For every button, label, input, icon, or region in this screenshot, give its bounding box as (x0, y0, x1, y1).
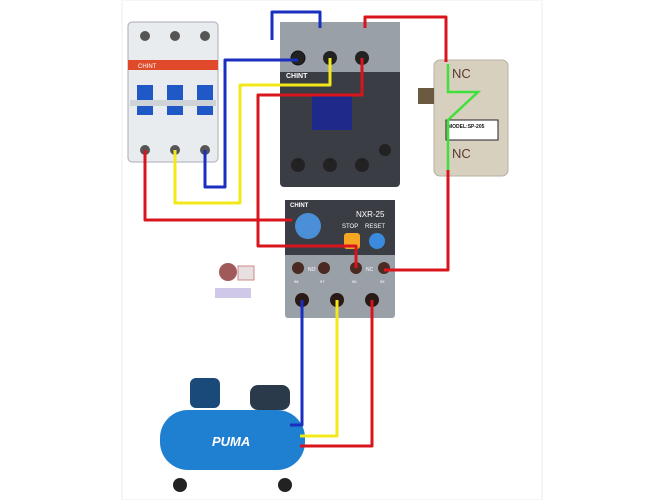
contactor-brand: CHINT (286, 73, 308, 80)
wire-red-switch-95 (384, 170, 450, 272)
contact-97: 97 (320, 279, 325, 284)
contact-98: 98 (294, 279, 299, 284)
auxiliary-contact (215, 263, 255, 298)
contactor: CHINT (280, 22, 400, 187)
breaker-brand: CHINT (138, 64, 157, 70)
nc-label: NC (366, 267, 374, 273)
wire-blue-motor (290, 300, 304, 427)
overload-relay: CHINT NXR-25 STOP RESET NO NC 98 97 96 9… (285, 200, 395, 318)
wire-red-pressure-switch (363, 15, 448, 62)
air-compressor: PUMA (160, 378, 305, 492)
wire-red-coil-96 (256, 58, 364, 268)
switch-model: MODEL:SP-205 (448, 124, 485, 130)
wire-yellow-motor (300, 300, 339, 438)
stop-label: STOP (342, 224, 358, 230)
relay-brand: CHINT (290, 203, 309, 209)
contact-95: 95 (380, 279, 385, 284)
pressure-switch: NC MODEL:SP-205 NC (418, 59, 509, 177)
wire-yellow-l2 (173, 58, 332, 205)
green-wire (446, 64, 482, 170)
reset-label: RESET (365, 224, 385, 230)
wires (143, 10, 450, 448)
wire-blue-top (270, 10, 322, 40)
wire-blue-l3 (203, 58, 298, 189)
relay-model: NXR-25 (356, 210, 385, 219)
current-adjust-dial[interactable] (295, 213, 321, 239)
wire-red-breaker-l1 (143, 150, 292, 222)
nc-bottom-label: NC (452, 146, 471, 161)
no-label: NO (308, 267, 316, 273)
compressor-brand: PUMA (212, 434, 250, 449)
nc-top-label: NC (452, 66, 471, 81)
wire-red-motor (300, 300, 374, 448)
contact-96: 96 (352, 279, 357, 284)
reset-button[interactable] (369, 233, 385, 249)
circuit-breaker: CHINT (127, 21, 219, 163)
